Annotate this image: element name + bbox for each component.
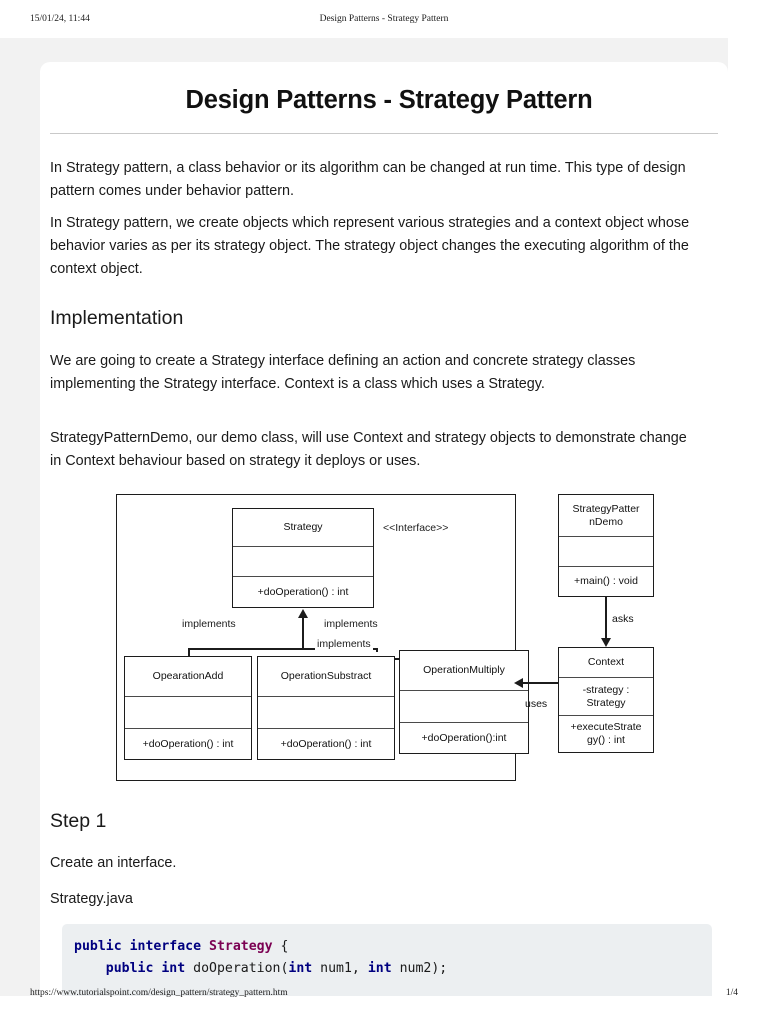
uml-inheritance-branch-left <box>188 648 190 658</box>
page-background-right-margin <box>728 38 768 996</box>
step-1-instruction: Create an interface. <box>50 855 177 871</box>
uml-class-operation-multiply-method: +doOperation():int <box>421 731 507 744</box>
paragraph-impl-1: We are going to create a Strategy interf… <box>50 353 636 392</box>
uml-class-operation-multiply: OperationMultiply +doOperation():int <box>399 650 529 754</box>
print-header-date: 15/01/24, 11:44 <box>30 14 90 24</box>
paragraph-impl-2: StrategyPatternDemo, our demo class, wil… <box>50 430 687 469</box>
step-1-filename: Strategy.java <box>50 891 133 907</box>
uml-class-context: Context -strategy : Strategy +executeStr… <box>558 647 654 753</box>
uml-class-operation-add-name: OpearationAdd <box>125 657 251 697</box>
print-footer: https://www.tutorialspoint.com/design_pa… <box>0 988 768 1002</box>
uml-class-operation-substract-method: +doOperation() : int <box>280 737 372 750</box>
uml-class-demo-name: StrategyPatter nDemo <box>559 495 653 537</box>
code-param-num1: num1, <box>312 961 368 976</box>
uml-class-context-attribute: -strategy : Strategy <box>559 678 653 716</box>
uml-inheritance-branch-right <box>376 648 378 652</box>
code-method-dooperation: doOperation( <box>185 961 289 976</box>
uml-class-strategy-attributes <box>233 547 373 577</box>
document-content: Design Patterns - Strategy Pattern In St… <box>50 62 728 996</box>
uml-class-strategy-name: Strategy <box>233 509 373 547</box>
uml-inheritance-arrowhead <box>298 609 308 618</box>
uml-asks-line <box>605 597 607 639</box>
uml-strategy-group-boundary <box>116 494 516 781</box>
heading-step-1: Step 1 <box>50 810 107 832</box>
code-keyword-int-return: int <box>161 961 186 976</box>
code-keyword-int-param-1: int <box>288 961 313 976</box>
print-footer-url: https://www.tutorialspoint.com/design_pa… <box>30 988 288 998</box>
uml-asks-arrowhead <box>601 638 611 647</box>
uml-stereotype-interface: <<Interface>> <box>383 522 449 534</box>
print-header: 15/01/24, 11:44 Design Patterns - Strate… <box>0 14 768 30</box>
uml-class-operation-add-method: +doOperation() : int <box>142 737 234 750</box>
uml-inheritance-crossbar <box>188 648 378 650</box>
code-brace-open: { <box>280 939 289 954</box>
code-keyword-public: public <box>74 939 122 954</box>
uml-uses-line <box>523 682 559 684</box>
uml-label-uses: uses <box>525 698 548 710</box>
uml-label-implements-center: implements <box>315 638 373 650</box>
uml-class-demo-attributes <box>559 537 653 567</box>
uml-class-context-method: +executeStrate gy() : int <box>570 721 642 746</box>
code-block-strategy-java: public interface Strategy { public int d… <box>62 924 712 996</box>
uml-class-demo-method: +main() : void <box>574 575 638 587</box>
uml-class-operation-multiply-name: OperationMultiply <box>400 651 528 691</box>
uml-class-operation-multiply-attributes <box>400 691 528 723</box>
code-param-num2: num2); <box>391 961 448 976</box>
uml-class-operation-add-attributes <box>125 697 251 729</box>
code-keyword-interface: interface <box>129 939 202 954</box>
uml-label-asks: asks <box>612 613 634 625</box>
uml-class-operation-substract: OperationSubstract +doOperation() : int <box>257 656 395 760</box>
uml-class-strategy: Strategy +doOperation() : int <box>232 508 374 608</box>
uml-class-strategy-method: +doOperation() : int <box>257 585 349 598</box>
uml-uses-arrowhead <box>514 678 523 688</box>
paragraph-intro-1: In Strategy pattern, a class behavior or… <box>50 160 686 199</box>
title-divider <box>50 133 718 134</box>
uml-class-diagram: Strategy +doOperation() : int <<Interfac… <box>116 490 716 782</box>
uml-class-context-name: Context <box>559 648 653 678</box>
code-keyword-public-2: public <box>105 961 154 976</box>
uml-label-implements-right: implements <box>322 618 380 630</box>
heading-implementation: Implementation <box>50 307 184 329</box>
paragraph-intro-2: In Strategy pattern, we create objects w… <box>50 215 690 277</box>
code-indent <box>74 961 106 976</box>
document-page-card: Design Patterns - Strategy Pattern In St… <box>40 62 728 996</box>
uml-class-strategy-pattern-demo: StrategyPatter nDemo +main() : void <box>558 494 654 597</box>
code-class-strategy: Strategy <box>209 939 273 954</box>
print-footer-page-number: 1/4 <box>725 988 738 998</box>
code-keyword-int-param-2: int <box>367 961 392 976</box>
print-header-title: Design Patterns - Strategy Pattern <box>319 14 449 24</box>
uml-class-operation-substract-name: OperationSubstract <box>258 657 394 697</box>
uml-class-operation-substract-attributes <box>258 697 394 729</box>
uml-label-implements-left: implements <box>180 618 238 630</box>
uml-class-operation-add: OpearationAdd +doOperation() : int <box>124 656 252 760</box>
uml-inheritance-stem <box>302 617 304 650</box>
page-title: Design Patterns - Strategy Pattern <box>185 86 593 114</box>
